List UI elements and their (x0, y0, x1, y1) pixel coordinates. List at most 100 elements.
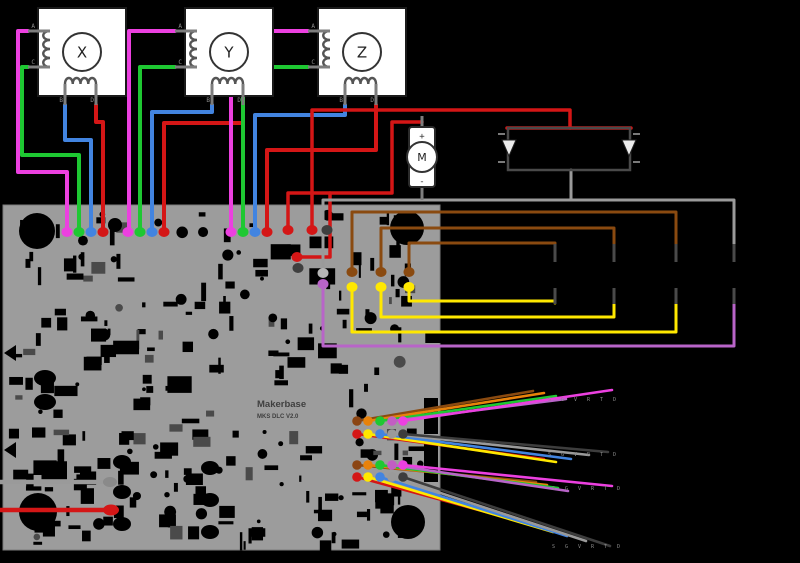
pcb-component (97, 458, 111, 469)
spindle-label: M (417, 151, 427, 164)
pcb-component (209, 364, 224, 373)
wire-gnd-rail (321, 198, 736, 275)
pcb-component (169, 424, 183, 432)
pcb-component (342, 319, 347, 329)
power-vin-pad (103, 504, 119, 516)
spindle-motor: + - M (406, 116, 438, 200)
pin-labels-row3: SGVRTD (552, 486, 630, 492)
pcb-component (218, 357, 221, 374)
pcb-pad (78, 235, 88, 246)
pcb-component (218, 263, 223, 280)
header-pad (387, 429, 397, 439)
pcb-component (146, 386, 154, 393)
pcb-pad (132, 491, 142, 501)
pcb-component (273, 352, 290, 357)
pcb-component (402, 450, 409, 456)
stepper-motor-x: X A C B D (28, 7, 127, 105)
pcb-pad (355, 438, 364, 447)
pcb-component (32, 427, 46, 438)
pcb-component (297, 337, 315, 351)
pcb-component (280, 318, 288, 330)
pcb-pad (257, 449, 268, 459)
pcb-pad (208, 328, 219, 340)
pin-label-rows: SGVRTD SGVRTD SGVRTD SGVRTD (548, 397, 630, 550)
pcb-component (8, 428, 20, 439)
pcb-component (206, 410, 215, 417)
bundle3-violet (390, 463, 570, 493)
pcb-component (274, 380, 288, 386)
terminal-label-c: C (31, 59, 35, 66)
pcb-component (80, 252, 85, 267)
pcb-component (57, 449, 65, 463)
pcb-component (364, 383, 368, 392)
pcb-pad (154, 218, 163, 227)
header-pad (352, 460, 362, 470)
pcb-component (248, 528, 266, 537)
pcb-component (352, 492, 367, 496)
pcb-ic (219, 301, 231, 314)
diode-arrow-icon (621, 139, 637, 158)
pcb-component (198, 212, 206, 217)
pcb-pad (386, 495, 392, 501)
pcb-component (163, 301, 178, 307)
pcb-pad (85, 310, 96, 321)
endstop-pad (346, 267, 358, 277)
pcb-pad (311, 526, 324, 539)
spindle-laser-pad (306, 225, 318, 235)
pcb-component (13, 353, 23, 358)
pcb-component (306, 490, 310, 503)
pcb-component (73, 478, 87, 491)
motor-pad (237, 227, 249, 237)
motor-pad (261, 227, 273, 237)
spindle-laser-pad (291, 252, 303, 262)
pcb-component (137, 329, 146, 335)
pcb-component (100, 344, 117, 358)
pcb-pad (110, 256, 117, 263)
pcb-pad (382, 531, 390, 538)
pcb-component (133, 433, 146, 445)
wire-x-a (16, 29, 69, 234)
laser-module (498, 126, 640, 172)
bundle4-gray (390, 475, 588, 543)
endstop-pad (403, 282, 415, 292)
spindle-laser-pad (317, 268, 329, 278)
bundle2-gray (390, 432, 591, 457)
pcb-component (325, 493, 339, 501)
coil-bd (63, 76, 98, 85)
pcb-component (386, 212, 390, 226)
limit-switches (553, 244, 736, 304)
pcb-pad (256, 519, 261, 524)
pcb-component (29, 251, 34, 262)
pcb-component (173, 482, 178, 492)
pcb-component (275, 370, 282, 379)
header-pad (398, 472, 408, 482)
pcb-pad (183, 475, 192, 483)
pcb-pad (33, 533, 41, 541)
pcb-component (391, 486, 402, 497)
motor-pad (134, 227, 146, 237)
pcb-component (201, 282, 207, 302)
terminal-label-d: D (237, 97, 241, 104)
pcb-component (356, 511, 367, 518)
bundle4-black (401, 475, 612, 548)
motor-rotor (342, 32, 382, 72)
pcb-component (375, 498, 385, 509)
bundle1-orange (366, 391, 546, 423)
pcb-component (318, 509, 333, 522)
header-pad (398, 429, 408, 439)
coil-bd (343, 76, 378, 85)
stepper-motor-y: Y A C B D (175, 7, 274, 105)
pcb-component (96, 217, 106, 224)
wire-y-b (150, 103, 214, 234)
pcb-component (366, 509, 371, 521)
pcb-component (33, 541, 43, 545)
pcb-component (264, 465, 279, 471)
wire-probe-violet (321, 282, 736, 348)
wire-x-d (94, 103, 105, 234)
coil-ac (42, 29, 51, 69)
pcb-pad (338, 495, 344, 501)
pcb-component (243, 541, 246, 550)
pcb-component (193, 436, 211, 447)
pcb-component (25, 377, 33, 390)
